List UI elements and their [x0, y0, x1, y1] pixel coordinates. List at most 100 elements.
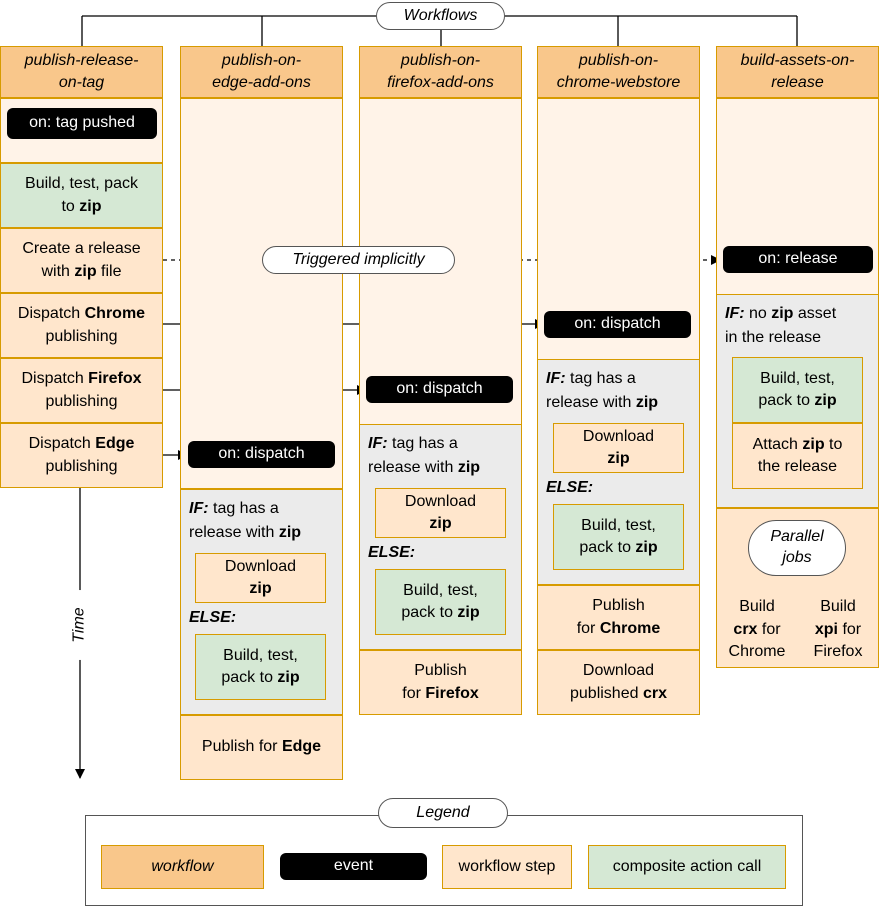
w5-if-bold: zip: [771, 305, 794, 322]
workflow-3-name-line1: publish-on-: [400, 52, 481, 70]
crx-post: for: [757, 620, 781, 638]
w4-build-pre: pack to: [579, 539, 636, 556]
workflow-5-header: build-assets-on- release: [716, 46, 879, 98]
w4-publish-pre: for: [576, 619, 600, 637]
w3-build-line1: Build, test,: [403, 581, 478, 599]
w4-publish-line1: Publish: [592, 597, 645, 615]
w2-if-line2: release with: [189, 524, 279, 541]
workflow-5-if-text: IF: no zip asset in the release: [725, 302, 836, 350]
step-chrome-line2: publishing: [45, 327, 118, 345]
legend-workflow-label: workflow: [151, 858, 214, 876]
step-create-release: Create a release with zip file: [0, 228, 163, 293]
w5-if-post: asset: [793, 305, 837, 322]
w4-if-bold: zip: [635, 394, 659, 411]
w3-publish-line1: Publish: [414, 662, 467, 680]
workflow-4-download: Download zip: [553, 423, 684, 473]
step-build-test-pack: Build, test, pack to zip: [0, 163, 163, 228]
w3-if-bold: zip: [457, 459, 481, 476]
workflow-4-name-line2: chrome-webstore: [556, 74, 681, 91]
title-tree: [81, 15, 798, 46]
step-release-post: file: [96, 262, 122, 280]
w2-else-keyword: ELSE:: [189, 609, 237, 626]
workflow-4-if-text: IF: tag has a release with zip: [546, 367, 658, 415]
legend-title-pill: Legend: [378, 798, 508, 828]
w4-else-keyword: ELSE:: [546, 479, 594, 496]
workflow-3-if-text: IF: tag has a release with zip: [368, 432, 480, 480]
workflow-4-name-line1: publish-on-: [578, 52, 659, 70]
time-label-text: Time: [70, 607, 88, 643]
w3-download-bold: zip: [429, 515, 452, 532]
w3-if-text: tag has a: [387, 435, 458, 452]
w3-publish-bold: Firefox: [425, 684, 479, 702]
crx-bold: crx: [733, 620, 758, 638]
w2-if-keyword: IF:: [189, 500, 209, 517]
diagram-title: Workflows: [403, 6, 478, 24]
w4-build-bold: zip: [635, 539, 658, 556]
w3-build-bold: zip: [457, 604, 480, 621]
w4-dlcrx-line1: Download: [582, 662, 655, 680]
legend-event-label: event: [333, 857, 374, 875]
workflow-5-attach: Attach zip to the release: [732, 423, 863, 489]
title-pill: Workflows: [376, 2, 505, 30]
step-build-bold: zip: [79, 197, 102, 215]
workflow-4-else: ELSE:: [546, 476, 593, 500]
w4-publish-bold: Chrome: [599, 619, 661, 637]
w2-download-bold: zip: [249, 580, 272, 597]
xpi-line1: Build: [820, 598, 856, 616]
w3-if-line2: release with: [368, 459, 458, 476]
step-dispatch-edge: Dispatch Edge publishing: [0, 423, 163, 488]
w2-publish-bold: Edge: [281, 738, 322, 756]
w5-if-keyword: IF:: [725, 305, 745, 322]
w5-attach-bold: zip: [802, 435, 825, 453]
w2-publish-pre: Publish for: [201, 738, 282, 756]
w5-attach-post: to: [824, 435, 843, 453]
w2-build-bold: zip: [277, 669, 300, 686]
w2-build-line1: Build, test,: [223, 646, 298, 664]
w5-if-pre: no: [744, 305, 772, 322]
workflow-2-download: Download zip: [195, 553, 326, 603]
w4-if-keyword: IF:: [546, 370, 566, 387]
workflow-2-build: Build, test, pack to zip: [195, 634, 326, 700]
legend-event: event: [280, 853, 427, 880]
workflow-3-download: Download zip: [375, 488, 506, 538]
step-edge-pre: Dispatch: [28, 435, 96, 453]
w2-build-pre: pack to: [221, 669, 278, 686]
workflow-2-publish-edge: Publish for Edge: [180, 715, 343, 780]
event-release: on: release: [723, 246, 873, 273]
w5-build-line1: Build, test,: [760, 369, 835, 387]
legend-step-label: workflow step: [458, 857, 556, 875]
w5-attach-line2: the release: [757, 458, 838, 475]
step-edge-line2: publishing: [45, 457, 118, 475]
step-dispatch-firefox: Dispatch Firefox publishing: [0, 358, 163, 423]
workflow-2-name-line1: publish-on-: [221, 52, 302, 70]
legend-step: workflow step: [442, 845, 572, 889]
workflow-2-if-text: IF: tag has a release with zip: [189, 497, 301, 545]
step-firefox-pre: Dispatch: [21, 370, 89, 388]
legend-workflow: workflow: [101, 845, 264, 889]
event-dispatch-firefox: on: dispatch: [366, 376, 513, 403]
event-tag-pushed: on: tag pushed: [7, 108, 157, 139]
crx-line3: Chrome: [728, 643, 786, 661]
job-build-xpi: Build xpi for Firefox: [798, 592, 878, 668]
workflow-4-header: publish-on- chrome-webstore: [537, 46, 700, 98]
step-build-pre: to: [61, 197, 80, 215]
step-build-line1: Build, test, pack: [25, 175, 138, 193]
workflow-5-build: Build, test, pack to zip: [732, 357, 863, 423]
workflow-4-build: Build, test, pack to zip: [553, 504, 684, 570]
w4-dlcrx-pre: published: [570, 684, 643, 702]
implicit-trigger-text: Triggered implicitly: [292, 250, 425, 268]
job-build-crx: Build crx for Chrome: [717, 592, 797, 668]
workflow-4-publish-chrome: Publish for Chrome: [537, 585, 700, 650]
xpi-post: for: [838, 620, 862, 638]
w5-attach-pre: Attach: [752, 435, 803, 453]
event-dispatch-firefox-label: on: dispatch: [396, 380, 483, 398]
workflow-3-publish-firefox: Publish for Firefox: [359, 650, 522, 715]
legend-title: Legend: [416, 803, 470, 821]
w2-download-line1: Download: [224, 557, 297, 575]
w5-build-pre: pack to: [758, 392, 815, 409]
workflow-3-build: Build, test, pack to zip: [375, 569, 506, 635]
workflow-1-header: publish-release- on-tag: [0, 46, 163, 98]
w2-if-bold: zip: [278, 524, 302, 541]
w5-if-line2: in the release: [725, 329, 822, 346]
